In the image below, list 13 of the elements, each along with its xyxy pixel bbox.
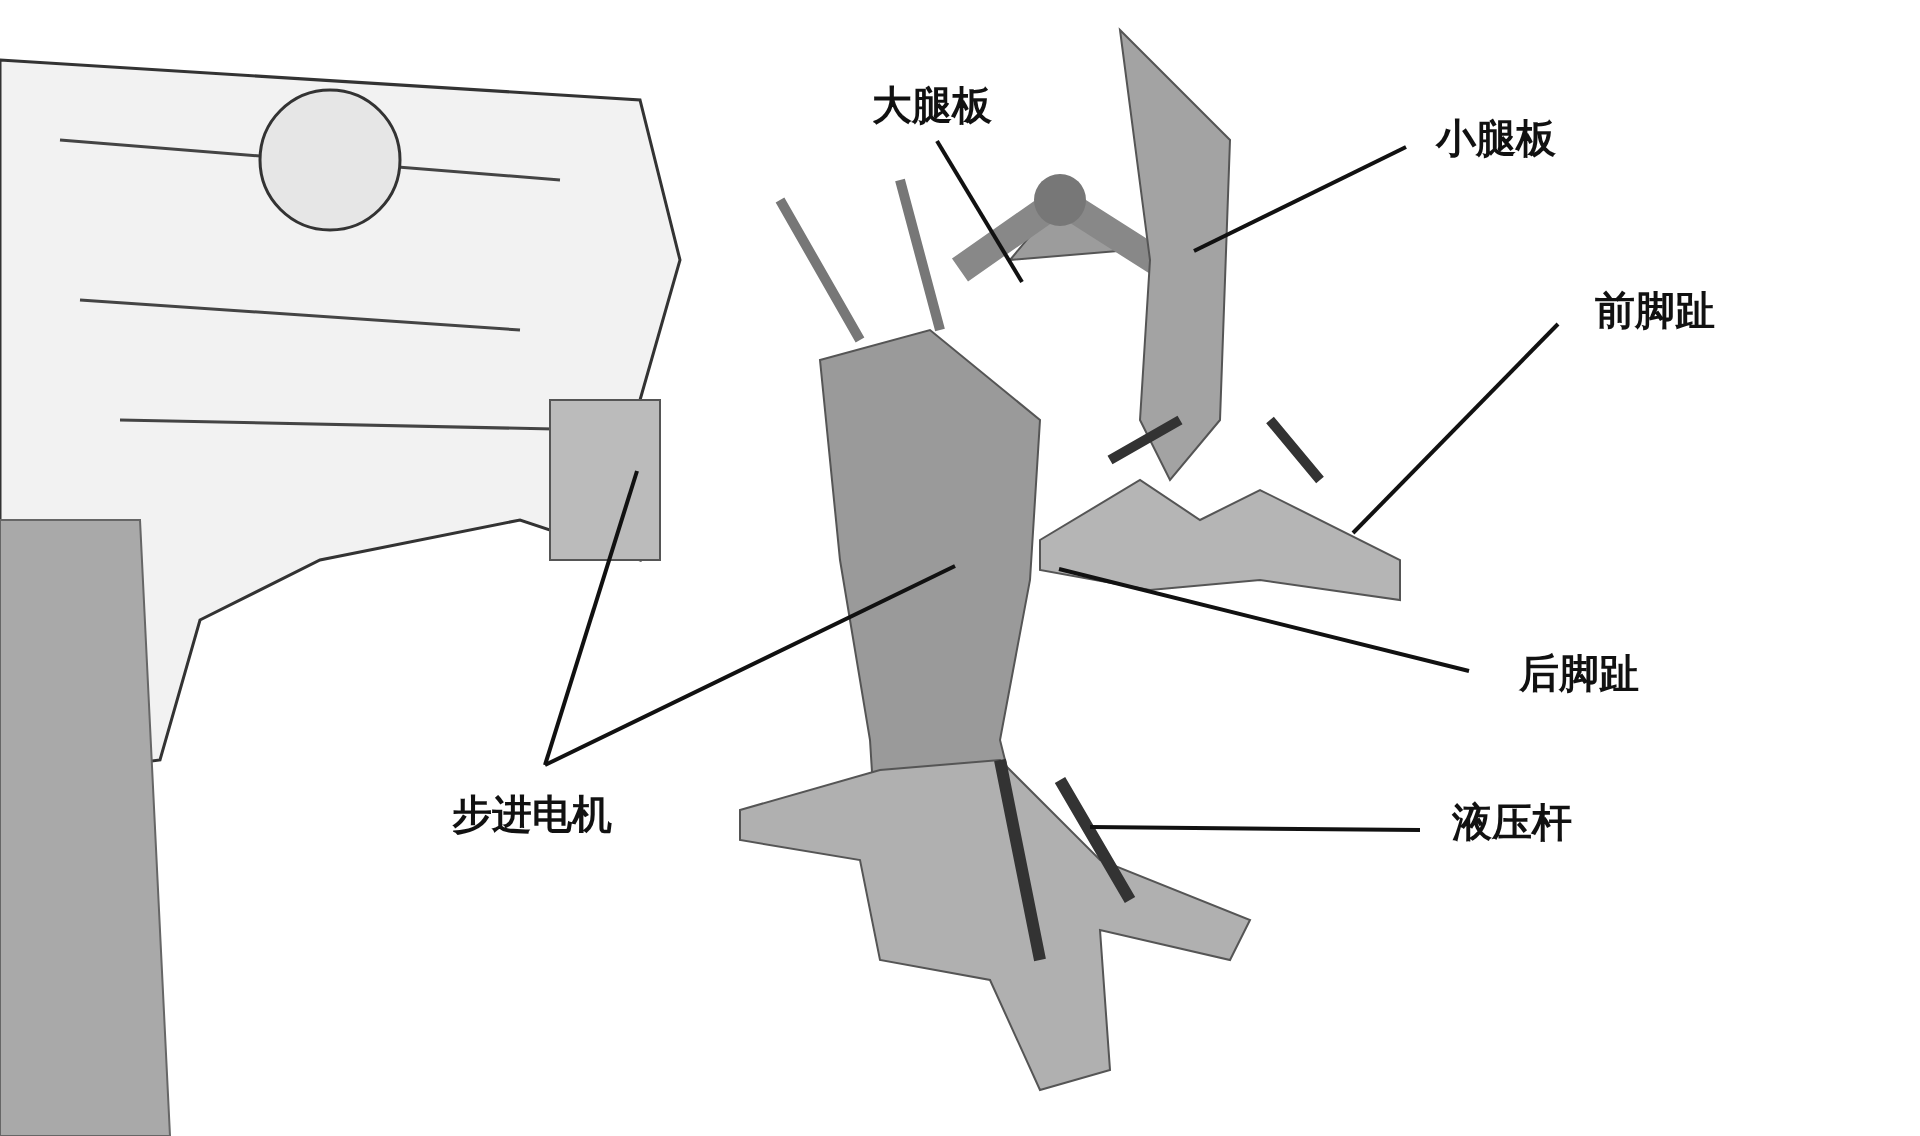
part-label: 后脚趾 xyxy=(1519,653,1639,693)
part-label: 步进电机 xyxy=(452,794,612,834)
leader-line xyxy=(543,470,639,766)
part-label: 大腿板 xyxy=(872,85,992,125)
leader-line xyxy=(1193,145,1407,253)
leader-line xyxy=(1090,825,1420,832)
part-label: 液压杆 xyxy=(1452,802,1572,842)
leader-line xyxy=(1058,567,1470,673)
leader-line xyxy=(544,564,956,767)
part-label: 前脚趾 xyxy=(1595,290,1715,330)
part-label: 小腿板 xyxy=(1436,118,1556,158)
leader-line xyxy=(935,139,1024,284)
leader-line xyxy=(1351,322,1560,535)
